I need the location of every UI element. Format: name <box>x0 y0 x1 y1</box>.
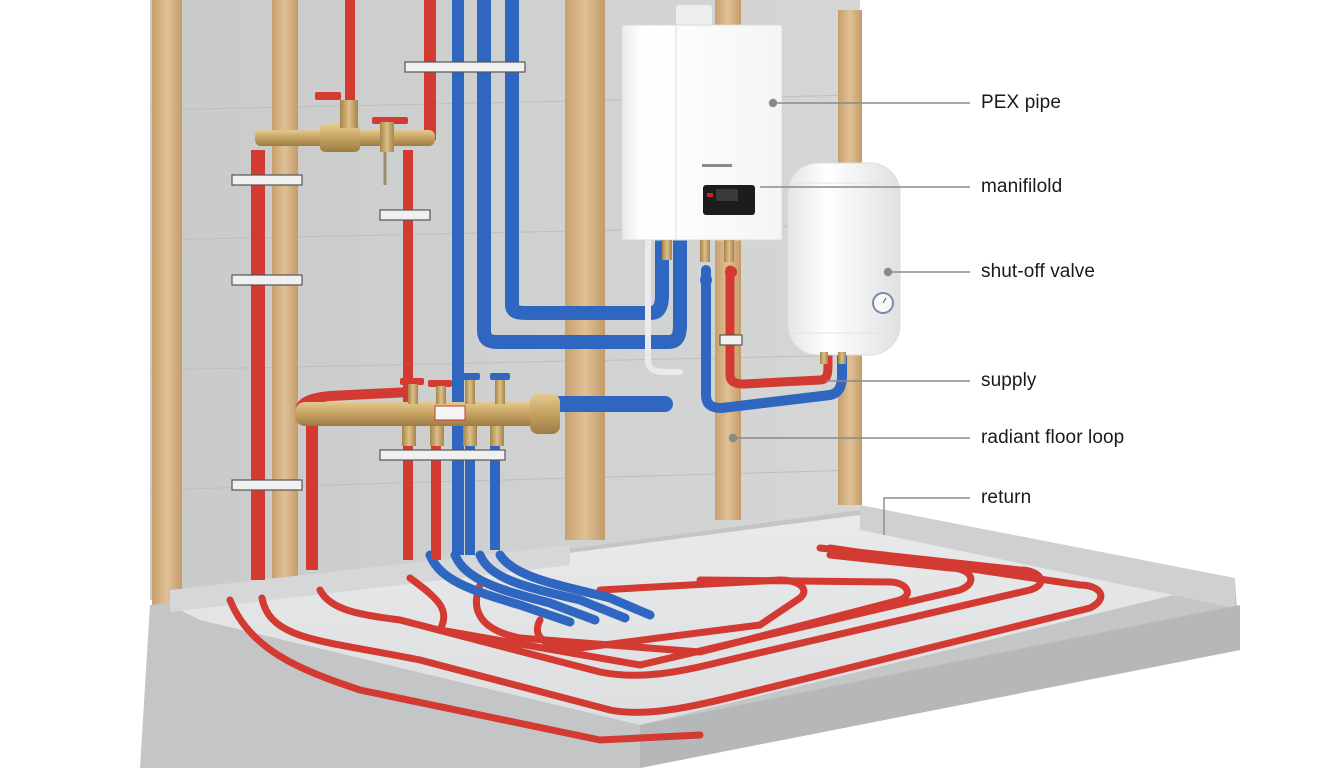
label-radiant-floor-loop: radiant floor loop <box>981 427 1125 448</box>
pipe-clips <box>231 61 743 491</box>
expansion-tank <box>787 162 901 364</box>
manifold <box>295 373 560 446</box>
label-return: return <box>981 487 1032 508</box>
leader-lines <box>728 98 970 535</box>
label-shut-off-valve: shut-off valve <box>981 261 1096 282</box>
radiant-floor-loops <box>226 544 1105 744</box>
label-pex-pipe: PEX pipe <box>981 92 1062 113</box>
label-manifold: manifilold <box>981 176 1063 197</box>
upper-brass-header <box>255 92 435 185</box>
horizontal-pipes <box>295 233 847 417</box>
return-lines-floor <box>425 550 655 627</box>
boiler <box>621 5 783 286</box>
label-supply: supply <box>981 370 1037 391</box>
